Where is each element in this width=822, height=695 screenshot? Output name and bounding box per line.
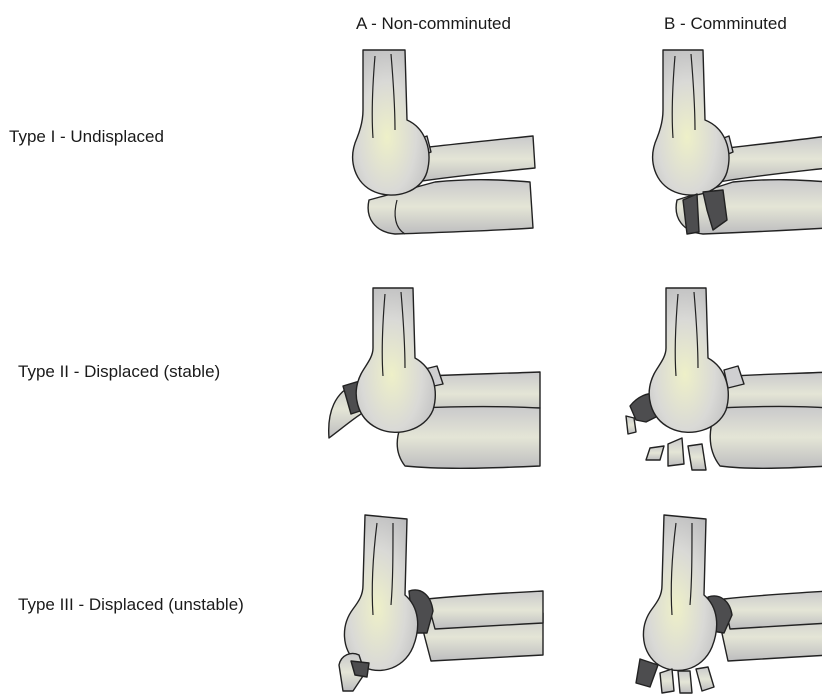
row-label-type-3: Type III - Displaced (unstable) <box>18 595 244 615</box>
column-header-a: A - Non-comminuted <box>356 14 511 34</box>
illustration-type-2-b <box>620 288 822 483</box>
illustration-type-3-a <box>335 515 545 695</box>
column-header-b: B - Comminuted <box>664 14 787 34</box>
illustration-type-3-b <box>620 515 822 695</box>
row-label-type-1: Type I - Undisplaced <box>9 127 164 147</box>
illustration-type-2-a <box>325 288 545 478</box>
illustration-type-1-b <box>643 50 822 245</box>
illustration-type-1-a <box>335 50 545 245</box>
row-label-type-2: Type II - Displaced (stable) <box>18 362 220 382</box>
